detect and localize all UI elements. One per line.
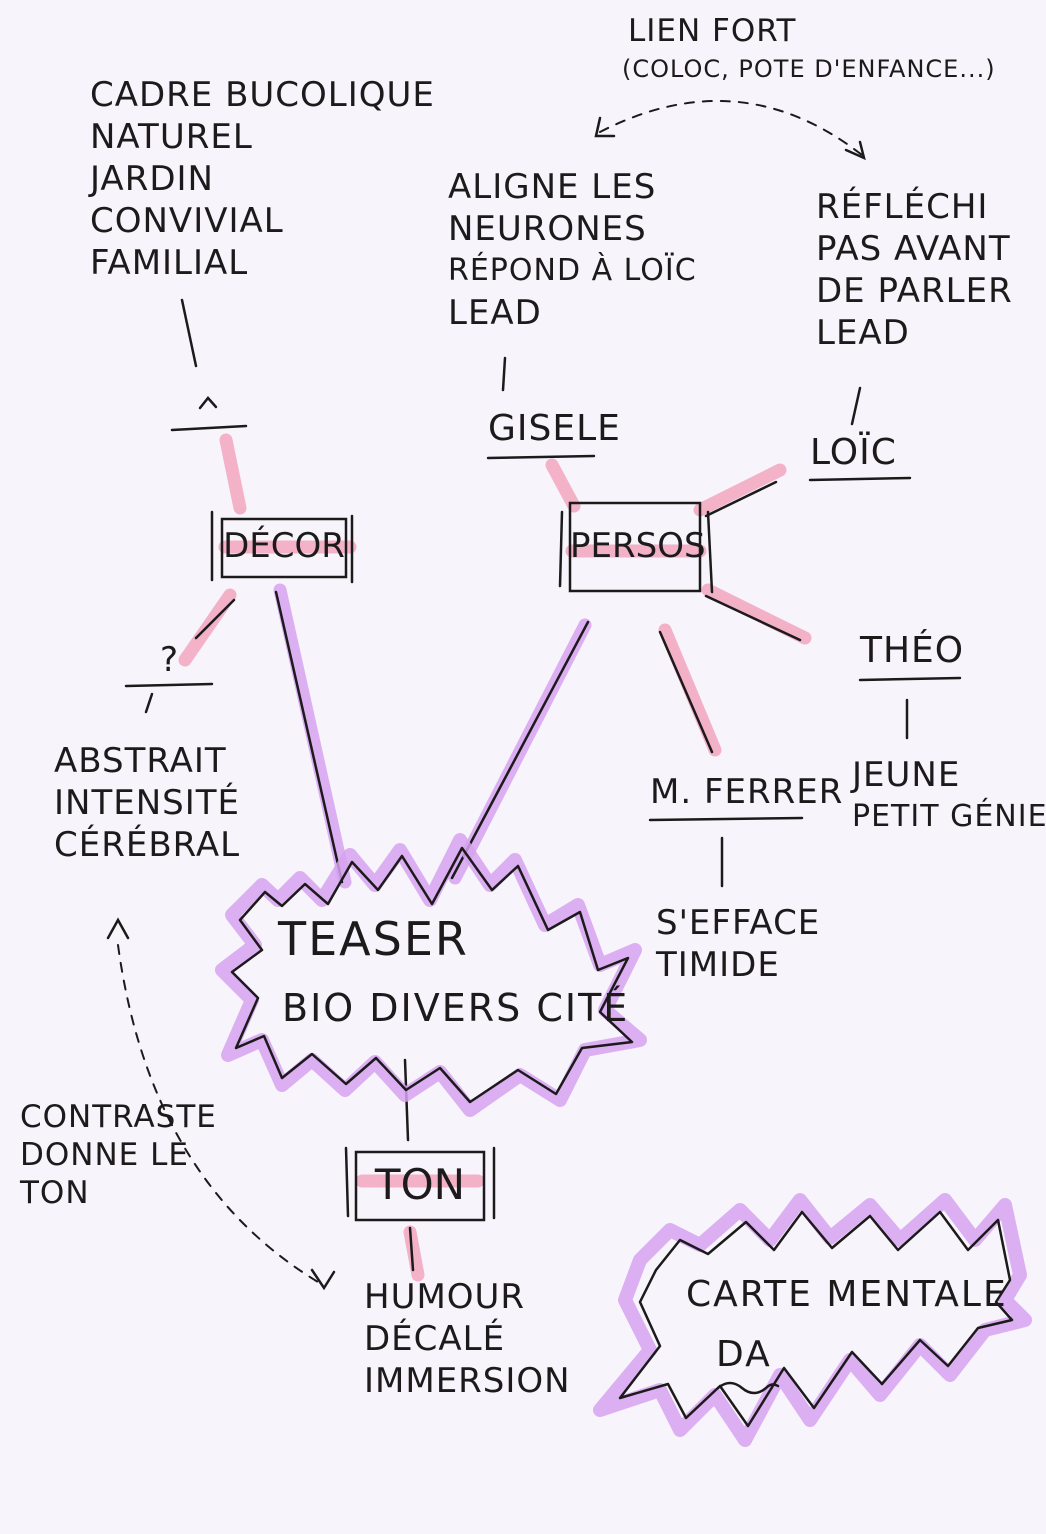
edge-persos-loic-marker [693,463,787,517]
note-line: CÉRÉBRAL [54,825,241,865]
node-gisele: GISELE [488,408,621,449]
persos-box-frame [568,501,702,593]
node-mystery: ? [160,640,180,680]
edge-ton-note [408,1226,415,1272]
arrowhead-icon [310,1268,336,1291]
map-title-da: DA [716,1334,772,1375]
edge-decor-teaser [274,590,344,884]
edge-link-dashed [599,99,863,156]
note-loic: RÉFLÉCHI PAS AVANT DE PARLER LEAD [816,186,1013,354]
edge-contrast-dashed [117,944,319,1283]
note-line: DONNE LE [20,1137,189,1173]
note-line: HUMOUR [364,1277,526,1317]
edge-persos-gisele-marker [545,458,581,513]
note-line: CONTRASTE [20,1099,217,1135]
note-line: PAS AVANT [816,229,1011,269]
note-line: INTENSITÉ [54,783,241,823]
note-line: S'EFFACE [656,903,821,943]
edge-decor-top-marker [219,433,247,515]
map-title: CARTE MENTALE [686,1274,1008,1315]
node-persos: PERSOS [570,526,706,566]
note-theo: JEUNE PETIT GÉNIE [852,754,1046,838]
edge-decor-teaser-marker [273,583,352,889]
note-line: LEAD [448,293,542,333]
note-line: FAMILIAL [90,243,249,283]
ton-box-frame [354,1150,486,1222]
teaser-burst-marker [215,833,647,1117]
title-burst-ink [618,1210,1014,1428]
note-decor-bottom: ABSTRAIT INTENSITÉ CÉRÉBRAL [54,740,240,866]
edge-gisele-note [501,356,507,392]
note-line: RÉFLÉCHI [816,187,989,227]
node-ferrer: M. FERRER [650,772,844,812]
decor-box-frame [220,517,348,579]
teaser-burst-ink [230,846,634,1104]
note-line: (COLOC, POTE D'ENFANCE...) [622,55,996,83]
note-line: NATUREL [90,117,253,157]
node-theo: THÉO [860,630,965,671]
arrowhead-icon [844,140,866,161]
note-line: LEAD [816,313,910,353]
note-line: RÉPOND À LOÏC [448,253,697,288]
note-line: CADRE BUCOLIQUE [90,75,435,115]
edge-persos-theo-marker [701,583,812,645]
note-ton: HUMOUR DÉCALÉ IMMERSION [364,1276,571,1402]
arrowhead-icon [106,917,130,940]
note-line: DE PARLER [816,271,1013,311]
note-line: ALIGNE LES [448,167,657,207]
teaser-title: TEASER [278,912,469,966]
note-line: IMMERSION [364,1361,571,1401]
note-decor-top: CADRE BUCOLIQUE NATUREL JARDIN CONVIVIAL… [90,74,435,284]
edge-persos-ferrer-marker [658,623,722,757]
edge-decor-mystery [194,598,236,640]
note-line: ABSTRAIT [54,741,227,781]
edge-loic-note [850,386,862,426]
note-line: LIEN FORT [628,13,797,49]
note-line: CONVIVIAL [90,201,284,241]
node-ton: TON [374,1160,466,1209]
note-line: NEURONES [448,209,647,249]
teaser-subtitle: BIO DIVERS CITÉ [282,986,630,1030]
note-contrast: CONTRASTE DONNE LE TON [20,1098,217,1212]
edge-persos-teaser [450,620,590,880]
edge-decor-top [180,298,198,368]
node-loic: LOÏC [810,432,897,473]
note-line: JARDIN [90,159,214,199]
note-line: TIMIDE [656,945,780,985]
note-line: JEUNE [852,755,961,795]
note-gisele: ALIGNE LES NEURONES RÉPOND À LOÏC LEAD [448,166,697,334]
arrowhead-icon [594,116,616,138]
title-burst-marker [593,1193,1032,1447]
note-link: LIEN FORT (COLOC, POTE D'ENFANCE...) [622,12,996,88]
note-line: DÉCALÉ [364,1319,506,1359]
node-decor: DÉCOR [223,526,345,566]
note-line: TON [20,1175,90,1211]
note-line: PETIT GÉNIE [852,799,1046,834]
note-ferrer: S'EFFACE TIMIDE [656,902,820,986]
da-underline-squiggle [716,1381,780,1395]
